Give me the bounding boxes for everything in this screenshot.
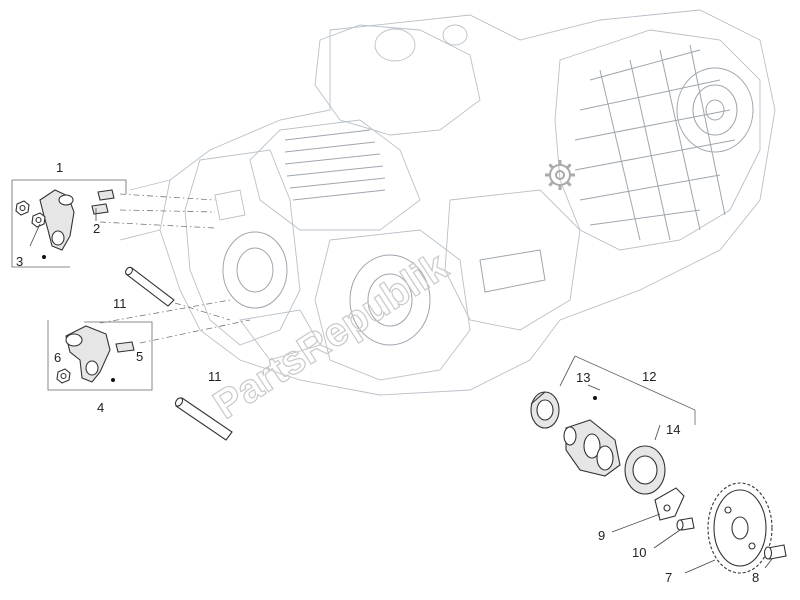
lubricate-dot xyxy=(42,255,46,259)
watermark-text: PartsRepublik xyxy=(206,244,456,428)
callout-4: 4 xyxy=(97,400,104,415)
adjusting-screw-part xyxy=(97,189,115,201)
callout-9: 9 xyxy=(598,528,605,543)
adjusting-screw-part xyxy=(115,341,135,353)
rocker-arm-group-4 xyxy=(47,299,251,391)
callout-8: 8 xyxy=(752,570,759,585)
rocker-arm-group-1 xyxy=(11,179,216,268)
rocker-shaft-lower xyxy=(174,397,233,441)
camshaft-sprocket-part xyxy=(684,482,773,574)
gear-icon xyxy=(545,160,575,190)
rocker-shaft-upper xyxy=(125,266,231,321)
callout-13: 13 xyxy=(576,370,590,385)
watermark: PartsRepublik xyxy=(205,160,575,428)
camshaft-part xyxy=(563,419,621,477)
callout-10: 10 xyxy=(632,545,646,560)
bearing-part xyxy=(624,445,666,495)
callout-14: 14 xyxy=(666,422,680,437)
callout-12: 12 xyxy=(642,369,656,384)
adjusting-screw-part xyxy=(91,203,109,215)
lubricate-dot xyxy=(593,396,597,400)
bolt-part xyxy=(653,517,695,549)
callout-labels: 1 2 3 11 6 5 4 11 12 13 14 9 10 7 8 xyxy=(16,160,759,585)
callout-7: 7 xyxy=(665,570,672,585)
callout-6: 6 xyxy=(54,350,61,365)
bolt-part xyxy=(763,544,787,569)
callout-5: 5 xyxy=(136,349,143,364)
engine-crankcase-outline xyxy=(119,9,776,396)
callout-11-lower: 11 xyxy=(208,369,222,384)
callout-2: 2 xyxy=(93,221,100,236)
callout-1: 1 xyxy=(56,160,63,175)
bearing-part xyxy=(530,391,560,429)
camshaft-group-12 xyxy=(530,355,696,495)
lubricate-dot xyxy=(111,378,115,382)
retaining-plate-part xyxy=(611,487,685,533)
callout-3: 3 xyxy=(16,254,23,269)
callout-11-upper: 11 xyxy=(113,296,127,311)
